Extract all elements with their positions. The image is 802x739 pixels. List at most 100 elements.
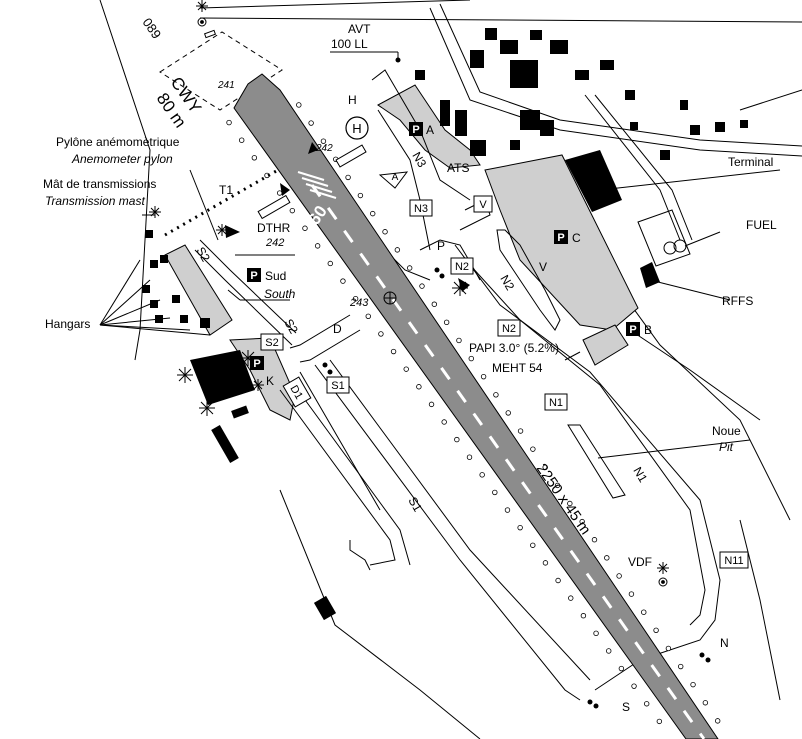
dthr-label: DTHR: [257, 221, 291, 235]
ats-label: ATS: [447, 161, 469, 175]
edge-light: [357, 192, 364, 199]
buildings: [142, 28, 748, 621]
dthr-elev-label: 242: [265, 237, 284, 249]
hangars-label: Hangars: [45, 317, 90, 331]
runway: [233, 73, 719, 739]
south-label: South: [264, 287, 296, 301]
edge-light: [456, 337, 462, 344]
edge-light: [702, 700, 709, 706]
helipad: H: [345, 116, 369, 140]
edge-light: [443, 319, 450, 326]
avt-100ll-label: 100 LL: [331, 37, 368, 51]
p-icon-sud: P: [250, 270, 257, 282]
edge-light: [542, 464, 548, 470]
edge-light: [480, 373, 487, 380]
edge-light: [394, 247, 401, 253]
edge-light: [308, 120, 314, 126]
edge-light: [567, 500, 573, 507]
edge-light: [327, 260, 333, 267]
n1-box-label: N1: [549, 397, 563, 409]
edge-light: [302, 225, 308, 231]
edge-light: [554, 482, 561, 489]
pit: [567, 424, 626, 499]
parking-sud-label: Sud: [265, 269, 286, 283]
edge-light: [653, 627, 659, 634]
vdf-label: VDF: [628, 555, 652, 569]
p-icon-b: P: [629, 324, 636, 336]
arrow-242: [308, 142, 318, 154]
pylon-en-label: Anemometer pylon: [71, 152, 173, 166]
edge-light: [593, 630, 599, 637]
edge-light: [238, 137, 245, 143]
edge-light: [606, 648, 612, 654]
edge-light: [555, 577, 561, 584]
edge-light: [382, 229, 388, 235]
apron-a: [377, 84, 481, 169]
meht-label: MEHT 54: [492, 361, 543, 375]
edge-light: [479, 472, 485, 478]
windsock-arrow-2: [458, 278, 470, 292]
top-beacon: [197, 17, 217, 39]
edge-light: [276, 190, 283, 196]
triangle-a: [378, 171, 409, 189]
edge-light: [542, 560, 549, 566]
edge-light: [665, 645, 672, 652]
s1-box-label: S1: [331, 380, 344, 392]
n-label: N: [720, 636, 729, 650]
n2-box-label: N2: [455, 261, 469, 273]
runway-edge-lights: [226, 102, 721, 725]
edge-light: [616, 573, 622, 579]
edge-light: [714, 718, 721, 724]
s2-vertical-label: S2: [193, 245, 213, 265]
edge-light: [320, 138, 327, 144]
noue-label: Noue: [712, 424, 741, 438]
mast-en-label: Transmission mast: [45, 194, 145, 208]
apron-south: [164, 244, 233, 336]
edge-light: [454, 436, 460, 443]
fuel-pump-symbol: [637, 209, 691, 267]
edge-light: [493, 392, 499, 398]
edge-light: [678, 663, 684, 670]
edge-light: [580, 613, 587, 619]
edge-light: [403, 366, 409, 372]
edge-light: [289, 207, 296, 214]
s1-diag-label: S1: [405, 495, 425, 515]
v-apron-label: V: [539, 260, 547, 274]
elev-242-top: 242: [315, 143, 333, 154]
edge-light: [251, 155, 258, 161]
edge-light: [314, 243, 321, 249]
edge-light: [579, 518, 585, 525]
s-label: S: [622, 700, 630, 714]
edge-light: [431, 301, 438, 307]
parking-b-label: B: [644, 323, 652, 337]
p-taxi-label: P: [437, 239, 445, 253]
s2-box-label: S2: [265, 337, 278, 349]
p-icon-k: P: [253, 358, 260, 370]
edge-light: [618, 665, 625, 672]
edge-light: [352, 296, 359, 302]
d1-box: [282, 376, 312, 408]
edge-light: [641, 609, 647, 615]
vdf-symbol: [658, 577, 668, 587]
helipad-h: H: [352, 121, 361, 136]
h-label: H: [348, 93, 357, 107]
edge-light: [517, 524, 523, 531]
edge-light: [390, 348, 397, 355]
edge-light: [628, 591, 635, 597]
edge-light: [441, 419, 447, 425]
threshold-markings: [297, 171, 337, 199]
edge-light: [466, 454, 473, 460]
p-icon-c: P: [557, 232, 564, 244]
windsock-arrow: [225, 225, 240, 238]
runway-centerline: [310, 184, 706, 739]
elevation-label: 089: [140, 15, 165, 41]
edge-light: [643, 701, 650, 707]
edge-light: [296, 102, 302, 108]
edge-light: [365, 313, 371, 320]
n2-vertical-label: N2: [497, 273, 517, 294]
clearway-area: [159, 31, 283, 111]
d-label: D: [333, 322, 342, 336]
n1-diag-label: N1: [630, 465, 650, 486]
edge-light: [530, 446, 536, 452]
